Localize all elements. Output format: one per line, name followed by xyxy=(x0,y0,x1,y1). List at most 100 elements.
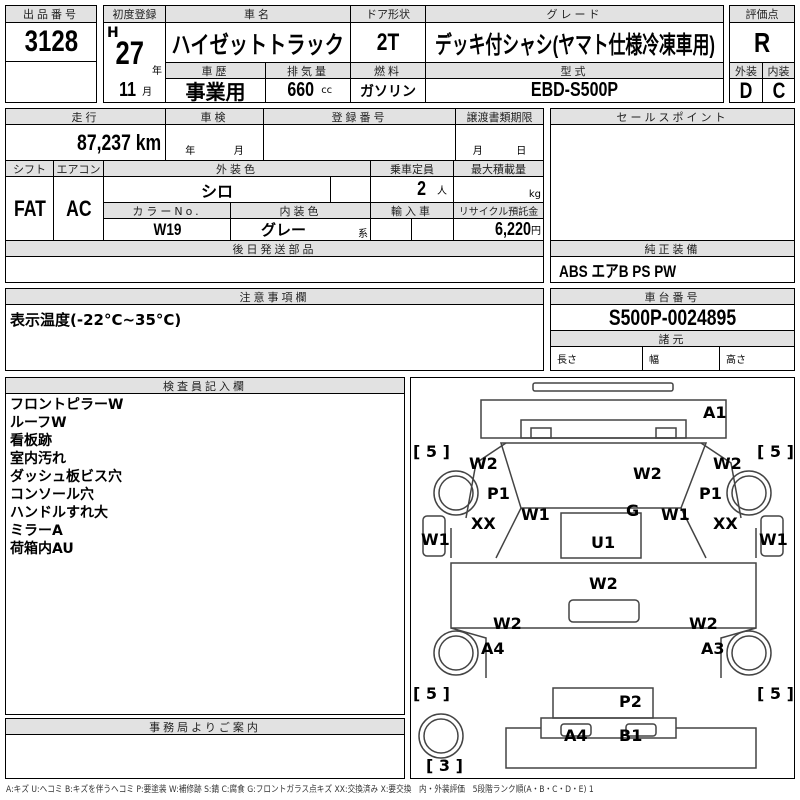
month: 11 xyxy=(119,78,136,101)
reg-no xyxy=(263,124,456,161)
first-reg-month: 11 月 xyxy=(103,78,166,103)
mileage-label: 走行 xyxy=(5,108,166,125)
inspection: 年月 xyxy=(165,124,264,161)
lot-label: 出品番号 xyxy=(5,5,97,23)
inspector-notes: フロントピラーW ルーフW 看板跡 室内汚れ ダッシュ板ビス穴 コンソール穴 ハ… xyxy=(5,393,405,715)
color-no-label: カラーNo. xyxy=(103,202,231,219)
inspection-label: 車検 xyxy=(165,108,264,125)
office-notes xyxy=(5,734,405,779)
transfer: 月日 xyxy=(455,124,544,161)
damage-mark: XX xyxy=(471,514,496,533)
note-line: 室内汚れ xyxy=(10,451,66,467)
ext-color: シロ xyxy=(103,176,331,203)
damage-mark: XX xyxy=(713,514,738,533)
spec-height: 高さ xyxy=(719,346,795,371)
notes-label: 注意事項欄 xyxy=(5,288,544,305)
damage-mark: P1 xyxy=(487,484,510,503)
chassis-number: S500P-0024895 xyxy=(550,304,795,331)
car-name-label: 車名 xyxy=(165,5,351,23)
score: R xyxy=(729,22,795,63)
damage-mark: W2 xyxy=(493,614,522,633)
door-label: ドア形状 xyxy=(350,5,426,23)
damage-mark: P1 xyxy=(699,484,722,503)
tire-grade: [ 5 ] xyxy=(413,442,450,461)
ext-label: 外装 xyxy=(729,62,763,79)
office-label: 事務局よりご案内 xyxy=(5,718,405,735)
later-parts xyxy=(5,256,544,283)
damage-mark: W2 xyxy=(713,454,742,473)
chassis-label: 車台番号 xyxy=(550,288,795,305)
model: EBD-S500P xyxy=(425,78,724,103)
later-parts-label: 後日発送部品 xyxy=(5,240,544,257)
tire-grade: [ 5 ] xyxy=(413,684,450,703)
max-load-label: 最大積載量 xyxy=(453,160,544,177)
tire-grade: [ 3 ] xyxy=(426,756,463,775)
tire-grade: [ 5 ] xyxy=(757,442,794,461)
grade: デッキ付シャシ(ヤマト仕様冷凍車用) xyxy=(425,22,724,63)
damage-mark: A3 xyxy=(701,639,725,658)
first-reg-year: H 27 年 xyxy=(103,22,166,79)
shift: FAT xyxy=(5,176,54,241)
sales-point xyxy=(550,124,795,241)
damage-mark: G xyxy=(626,501,640,520)
note-line: コンソール穴 xyxy=(10,487,94,503)
damage-mark: W2 xyxy=(469,454,498,473)
grade-label: グレード xyxy=(425,5,724,23)
fuel-label: 燃料 xyxy=(350,62,426,79)
note-line: フロントピラーW xyxy=(10,397,124,413)
damage-mark: A4 xyxy=(564,726,588,745)
door-type: 2T xyxy=(350,22,426,63)
transfer-label: 譲渡書類期限 xyxy=(455,108,544,125)
int-color-label: 内装色 xyxy=(230,202,371,219)
equipment: ABS エアB PS PW xyxy=(550,256,795,283)
damage-mark: P2 xyxy=(619,692,642,711)
car-diagram: A1 W2 W2 W2 P1 P1 W1 G W1 XX XX W1 W1 U1… xyxy=(410,377,795,779)
damage-mark: A4 xyxy=(481,639,505,658)
fuel: ガソリン xyxy=(350,78,426,103)
lot-number: 3128 xyxy=(5,22,97,62)
damage-mark: W1 xyxy=(661,505,690,524)
recycle-label: リサイクル預託金 xyxy=(453,202,544,219)
tire-grade: [ 5 ] xyxy=(757,684,794,703)
capacity-label: 乗車定員 xyxy=(370,160,454,177)
inspector-label: 検査員記入欄 xyxy=(5,377,405,394)
import-cell xyxy=(370,218,412,241)
year: 27 xyxy=(115,35,145,71)
damage-mark: W2 xyxy=(589,574,618,593)
score-label: 評価点 xyxy=(729,5,795,23)
car-outline-icon xyxy=(418,382,784,769)
mileage: 87,237 km xyxy=(5,124,166,161)
int-label: 内装 xyxy=(762,62,795,79)
specs-label: 諸元 xyxy=(550,330,795,347)
damage-mark: W1 xyxy=(759,530,788,549)
damage-mark: A1 xyxy=(703,403,727,422)
first-reg-label: 初度登録 xyxy=(103,5,166,23)
equipment-label: 純正装備 xyxy=(550,240,795,257)
damage-mark: B1 xyxy=(619,726,643,745)
import-label: 輸入車 xyxy=(370,202,454,219)
int-color: グレー系 xyxy=(230,218,371,241)
note-line: ハンドルすれ大 xyxy=(10,505,108,521)
year-unit: 年 xyxy=(152,66,162,77)
displacement-label: 排気量 xyxy=(265,62,351,79)
note-line: 看板跡 xyxy=(10,433,52,449)
sales-point-label: セールスポイント xyxy=(550,108,795,125)
ac: AC xyxy=(53,176,104,241)
note-line: 荷箱内AU xyxy=(10,541,74,557)
legend: A:キズ U:ヘコミ B:キズを伴うヘコミ P:要塗装 W:補修跡 S:錆 C:… xyxy=(6,785,594,795)
color-no: W19 xyxy=(103,218,231,241)
month-unit: 月 xyxy=(142,86,153,98)
damage-mark: W2 xyxy=(689,614,718,633)
notes: 表示温度(-22°C~35°C) xyxy=(5,304,544,371)
shift-label: シフト xyxy=(5,160,54,177)
damage-mark: W1 xyxy=(421,530,450,549)
ext-color-label: 外装色 xyxy=(103,160,371,177)
import-cell xyxy=(411,218,454,241)
era: H xyxy=(107,25,119,41)
spec-length: 長さ xyxy=(550,346,643,371)
damage-mark: W2 xyxy=(633,464,662,483)
history-label: 車歴 xyxy=(165,62,266,79)
max-load: kg xyxy=(453,176,544,203)
